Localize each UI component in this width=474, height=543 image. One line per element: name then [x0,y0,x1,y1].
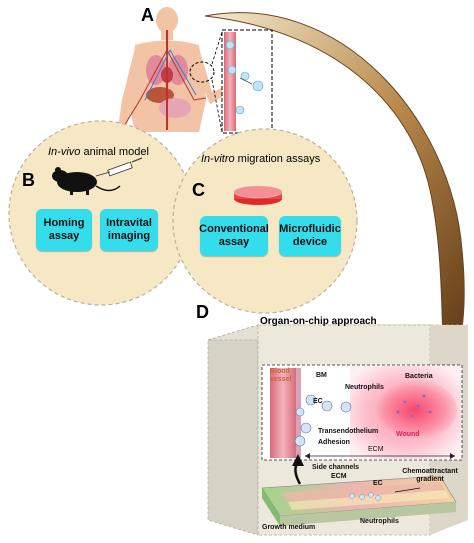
wound-area [373,380,457,440]
panel-b-letter: B [22,170,35,190]
bacteria-label: Bacteria [405,373,433,380]
microfluidic-device-button[interactable]: Microfluidic device [279,216,341,256]
mouse-icon [52,167,121,195]
chip-device [261,475,457,526]
syringe-icon [95,157,143,177]
homing-assay-button[interactable]: Homing assay [36,209,92,251]
human-figure [118,7,224,132]
zoom-circle [189,61,215,83]
neutrophil-cells [294,394,352,447]
panel-d-title: Organ-on-chip approach [260,316,377,327]
growth-medium-label: Growth medium [262,524,316,531]
ec-top-label: EC [313,398,323,405]
chemoattractant-label: Chemoattractant gradient [402,468,458,483]
panel-c-letter: C [192,180,205,200]
neutrophils-top-label: Neutrophils [345,384,384,391]
wound-label: Wound [396,431,420,438]
ecm-arrow-label: ECM [368,446,384,453]
intravital-imaging-button[interactable]: Intravital imaging [100,209,158,251]
transendothelium-label: Transendothelium [318,428,379,435]
ecm-bottom-label: ECM [331,473,347,480]
panel-d-letter: D [196,302,209,322]
blood-vessel [270,368,296,458]
bm-label: BM [316,372,327,379]
side-channels-label: Side channels [312,464,360,471]
panel-b-title-rest: animal model [80,146,149,158]
petri-dish-icon [233,185,283,205]
conventional-assay-button[interactable]: Conventional assay [199,216,269,256]
adhesion-label: Adhesion [318,439,350,446]
panel-c-title-rest: migration assays [234,153,321,165]
panel-c-title: In-vitro migration assays [201,153,320,165]
panel-c-title-italic: In-vitro [201,153,235,165]
blood-vessel-label: Blood vessel [270,368,292,383]
panel-a-letter: A [141,5,154,25]
zoom-cells [225,40,264,115]
panel-b-title: In-vivo animal model [48,146,149,158]
bacteria-dots [396,394,432,418]
neutrophils-bottom-label: Neutrophils [360,518,399,525]
ec-bottom-label: EC [373,480,383,487]
panel-b-title-italic: In-vivo [48,146,81,158]
